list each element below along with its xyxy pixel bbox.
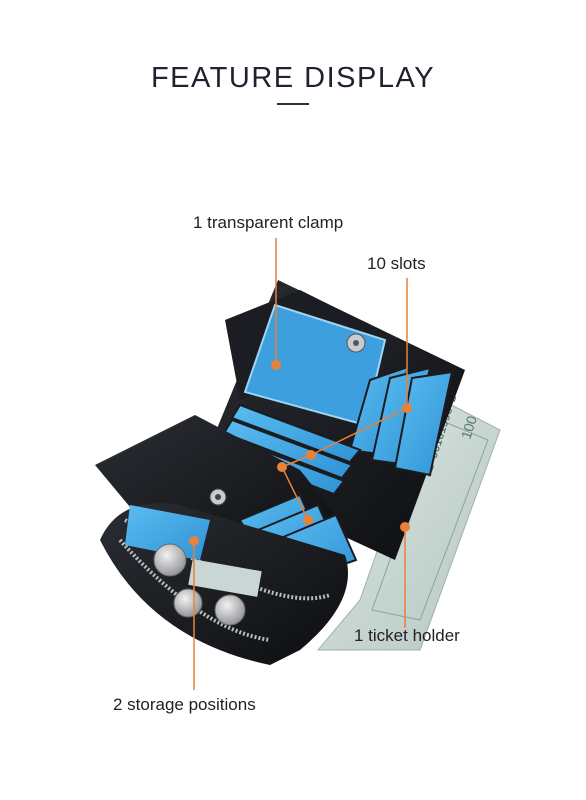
coins (153, 543, 246, 626)
callout-pointers (189, 238, 412, 690)
page-title: FEATURE DISPLAY (150, 62, 436, 94)
coin (153, 543, 187, 577)
coin (214, 594, 246, 626)
callout-storage-positions: 2 storage positions (113, 695, 256, 714)
coin (173, 588, 203, 618)
callout-transparent-clamp: 1 transparent clamp (193, 213, 344, 232)
callout-slots: 10 slots (367, 254, 426, 273)
callout-ticket-holder: 1 ticket holder (354, 626, 460, 645)
banknote-denomination: 100 (458, 414, 481, 441)
transparent-clamp (243, 303, 387, 427)
title-underline (277, 103, 309, 105)
card-slots-right (348, 365, 454, 477)
zip-pocket (100, 503, 348, 665)
